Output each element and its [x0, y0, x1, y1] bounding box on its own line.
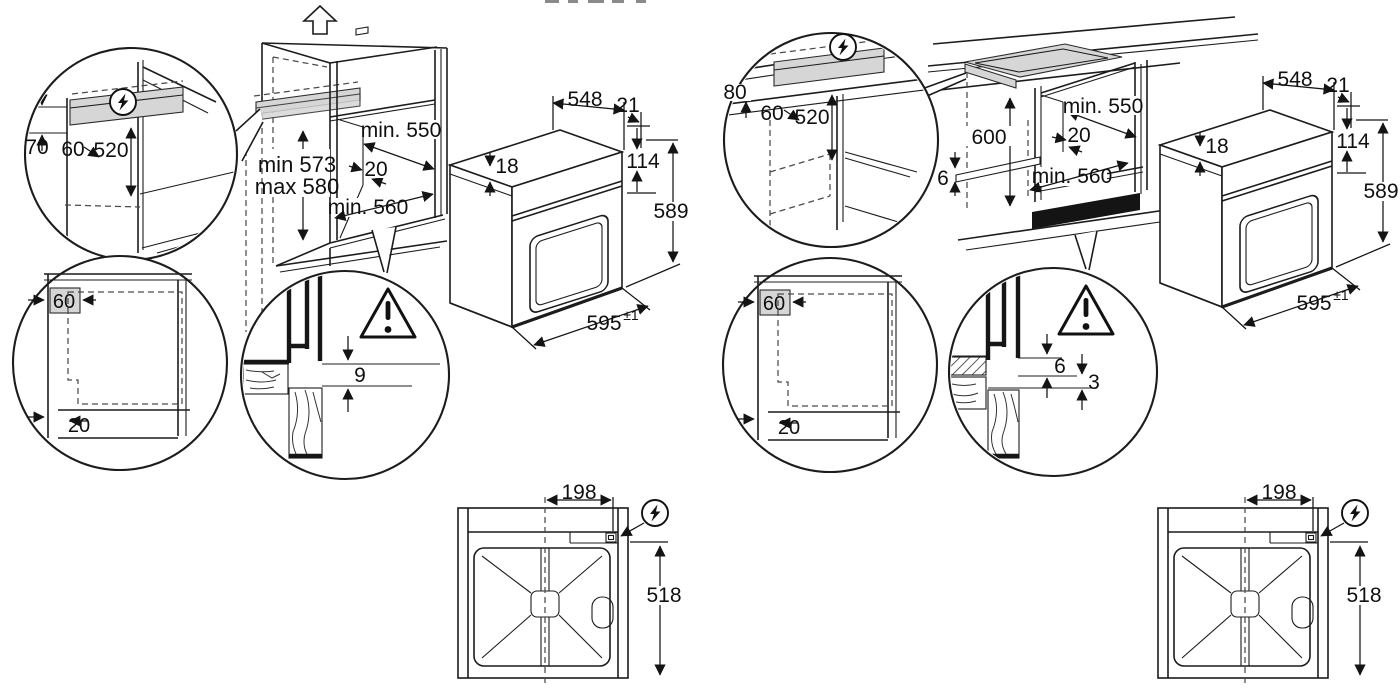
plan-clearance-detail-left: 60 20: [13, 256, 227, 470]
dim-zone-height: 80: [723, 81, 746, 104]
oven-dimensions: 548 21 18 114 589 595 ±1: [495, 88, 690, 335]
dim-rear-gap: 20: [1067, 124, 1090, 147]
cropped-text-fragment: [545, 0, 646, 3]
dim-front-clearance: 20: [68, 415, 90, 437]
dim-rear-height: 518: [1346, 584, 1381, 607]
left-installation: min 573 max 580 min. 550 20 min. 560 548…: [13, 4, 690, 684]
tall-cabinet-dimensions: min 573 max 580 min. 550 20 min. 560: [255, 119, 441, 219]
dim-door-depth: 21: [616, 94, 639, 117]
dim-panel-height: 114: [626, 150, 660, 173]
dim-terminal-offset: 198: [561, 481, 596, 504]
connection-zone-detail-right: 80 60 520: [719, 31, 940, 249]
worktop-scene: [921, 16, 1259, 251]
oven-isometric: [450, 96, 680, 349]
dim-terminal-offset: 198: [1261, 481, 1296, 504]
rear-view-dimensions: 198 518: [1261, 481, 1382, 607]
dim-side-clearance: 60: [53, 291, 75, 313]
gap-detail-left: 9: [239, 269, 451, 481]
dim-width: 595: [586, 312, 621, 335]
worktop-dimensions: 600 min. 550 20 6 min. 560: [937, 95, 1143, 190]
dim-height: 589: [653, 200, 688, 223]
dim-niche-width: min. 560: [328, 196, 409, 219]
dim-body-depth: 548: [1277, 68, 1312, 91]
dim-rear-gap: 20: [364, 158, 387, 181]
dim-top-clearance: 18: [1205, 135, 1228, 158]
dim-upper-gap: 6: [1054, 355, 1066, 378]
dim-width-tolerance: ±1: [623, 307, 639, 323]
dim-zone-bottom: 520: [93, 139, 128, 162]
electric-connection-icon: [829, 33, 857, 61]
electric-connection-icon: [109, 88, 137, 116]
dim-lower-gap: 3: [1088, 371, 1100, 394]
dim-niche-height-min: min 573: [258, 152, 336, 177]
dim-panel-height: 114: [1336, 130, 1370, 153]
dim-front-clearance: 20: [778, 417, 800, 439]
dim-side-clearance: 60: [763, 293, 785, 315]
oven-rear-view: [1158, 497, 1368, 684]
dim-height: 589: [1363, 180, 1398, 203]
tall-cabinet-scene: [245, 4, 448, 348]
connection-zone-detail-left: 70 60 520: [23, 46, 239, 262]
dim-niche-depth: min. 550: [1063, 95, 1144, 118]
dim-width: 595: [1296, 292, 1331, 315]
dim-rear-height: 518: [646, 584, 681, 607]
plan-clearance-detail-right: 60 20: [723, 258, 937, 472]
oven-rear-view: [458, 497, 668, 684]
dim-width-tolerance: ±1: [1333, 287, 1349, 303]
dim-zone-side: 60: [61, 138, 84, 161]
dim-front-rail: 6: [937, 167, 949, 190]
dim-zone-bottom: 520: [794, 106, 829, 129]
right-installation: 600 min. 550 20 6 min. 560 548 21 18 114…: [719, 16, 1400, 684]
dim-top-clearance: 18: [495, 155, 518, 178]
dim-zone-height: 70: [25, 136, 48, 159]
dim-niche-height-max: max 580: [255, 174, 339, 199]
dim-body-depth: 548: [567, 88, 602, 111]
dim-door-depth: 21: [1326, 74, 1349, 97]
dim-zone-side: 60: [760, 102, 783, 125]
removal-direction-arrow: [301, 4, 339, 35]
oven-isometric: [1160, 76, 1390, 329]
gap-detail-right: 6 3: [947, 266, 1159, 478]
dim-gap: 9: [354, 364, 366, 387]
dim-cabinet-height: 600: [971, 126, 1006, 149]
dim-niche-depth: min. 550: [361, 119, 442, 142]
rear-view-dimensions: 198 518: [561, 481, 682, 607]
dim-niche-width: min. 560: [1032, 165, 1113, 188]
oven-dimensions: 548 21 18 114 589 595 ±1: [1205, 68, 1400, 315]
